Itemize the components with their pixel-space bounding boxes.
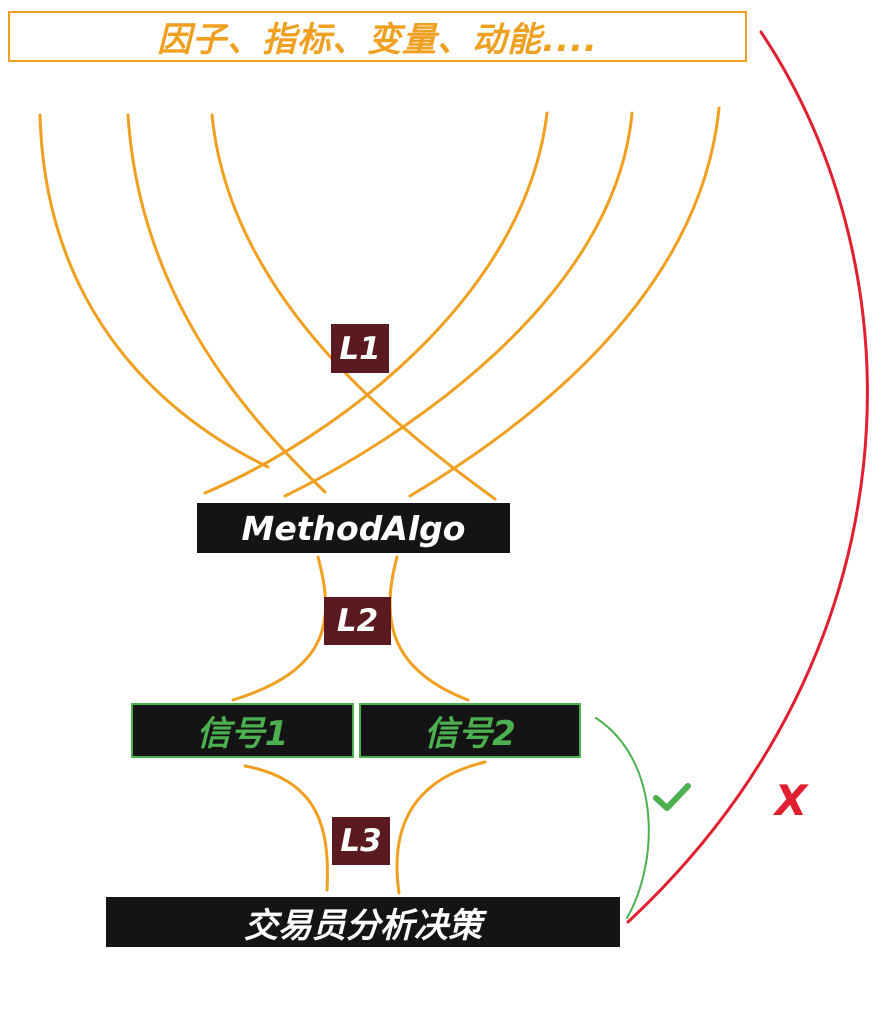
level-l2-badge: L2: [324, 597, 391, 645]
level-l1-label: L1: [339, 330, 381, 367]
level-l3-label: L3: [340, 823, 382, 859]
l3-curve-left: [243, 764, 329, 892]
l1-curves: [38, 106, 721, 501]
l2-curve-right: [388, 555, 470, 702]
signal-2-box: 信号2: [359, 703, 581, 758]
l2-curves: [231, 555, 470, 702]
l1-curve-right-3: [408, 106, 721, 498]
factors-box: 因子、指标、变量、动能....: [8, 11, 747, 62]
rejected-mark-label: X: [774, 775, 808, 825]
l1-curve-left-1: [38, 113, 270, 469]
level-l1-badge: L1: [331, 324, 389, 373]
l1-curve-left-2: [126, 113, 327, 494]
l1-curve-right-2: [283, 111, 634, 498]
l3-curves: [243, 760, 487, 895]
trader-decision-box: 交易员分析决策: [106, 897, 620, 947]
l1-curve-left-3: [210, 113, 497, 501]
red-rejected-path: [626, 30, 869, 924]
signal-1-box: 信号1: [131, 703, 354, 758]
l1-curve-right-1: [203, 111, 549, 495]
check-icon: [653, 783, 691, 811]
cross-icon: X: [766, 775, 816, 825]
signal-1-label: 信号1: [196, 714, 289, 754]
method-algo-box: MethodAlgo: [197, 503, 510, 553]
green-accepted-path: [595, 717, 650, 919]
factors-label: 因子、指标、变量、动能....: [157, 20, 598, 60]
l3-curve-right: [395, 760, 487, 895]
signal-2-label: 信号2: [424, 714, 516, 754]
method-algo-label: MethodAlgo: [241, 508, 466, 548]
level-l3-badge: L3: [332, 817, 390, 865]
level-l2-label: L2: [336, 603, 379, 639]
l2-curve-left: [231, 555, 328, 702]
trader-decision-label: 交易员分析决策: [244, 905, 482, 946]
